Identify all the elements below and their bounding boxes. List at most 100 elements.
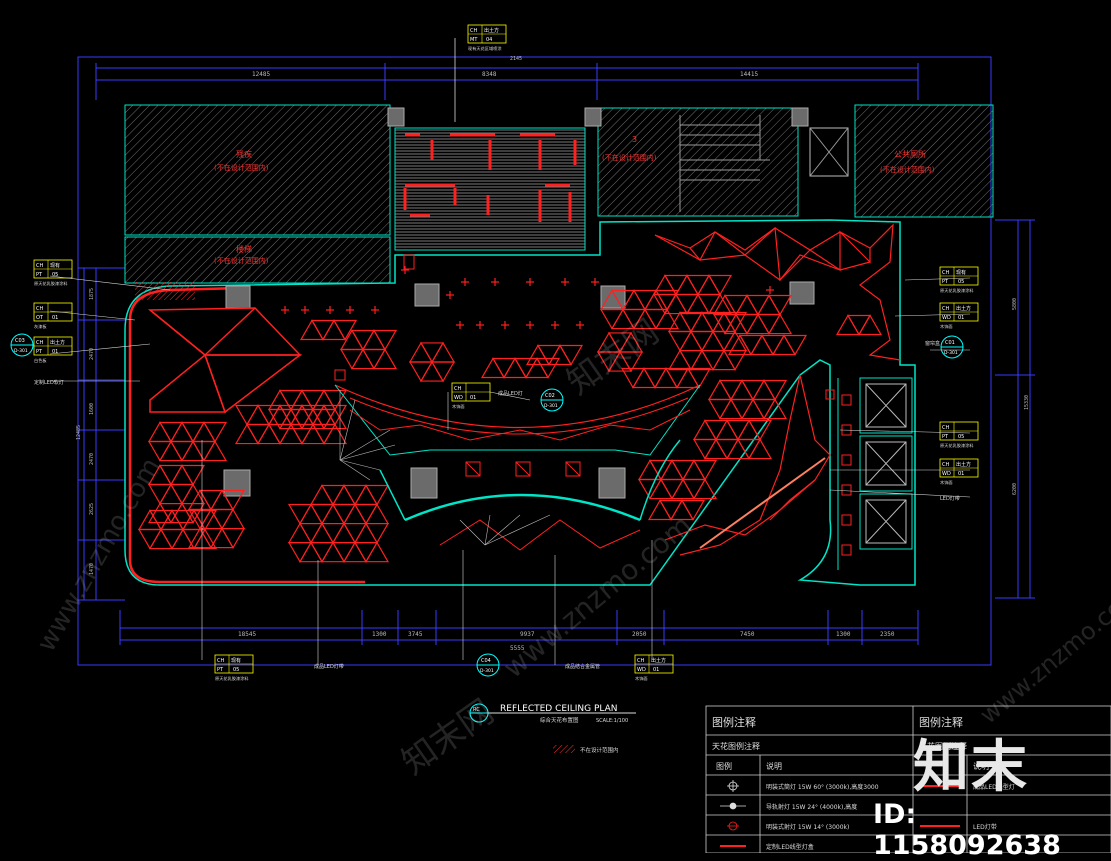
tag-value-2: 01 [958, 315, 964, 321]
triangle-panel [756, 313, 782, 335]
triangle-panel [835, 314, 861, 336]
triangle-panel [220, 508, 246, 530]
dim-left-2: 2470 [89, 348, 95, 360]
dim-top-small: 2145 [510, 56, 522, 62]
triangle-panel [669, 499, 695, 521]
callout-c04-label: C04 [481, 658, 491, 664]
tag-value: 出土方 [651, 657, 666, 664]
dim-left-total: 12485 [76, 425, 82, 440]
triangle-panel [718, 398, 744, 420]
tag-code: CH [36, 263, 43, 269]
triangle-panel [685, 274, 711, 296]
right-zigzag-ceiling [654, 223, 901, 556]
bottom-dimensions [119, 610, 919, 645]
triangle-panel [234, 404, 260, 426]
hexagon-panel-segment [596, 351, 622, 373]
triangle-panel [734, 294, 760, 316]
tag-code: CH [217, 658, 224, 664]
triangle-panel [309, 484, 335, 506]
triangle-panel [621, 289, 647, 311]
zone-top-left-note: (不在设计范围内) [214, 163, 269, 172]
tag-code: CH [942, 306, 949, 312]
triangle-panel [681, 478, 707, 500]
tag-code-2: WD [637, 667, 646, 673]
triangle-panel [723, 294, 749, 316]
callout-c03-sub: D-301 [14, 348, 28, 354]
tag-code: CH [942, 462, 949, 468]
tag-code-2: WD [942, 315, 951, 321]
triangle-panel [320, 522, 346, 544]
triangle-panel [147, 421, 173, 443]
hexagon-panel-segment [408, 361, 434, 383]
triangle-panel [187, 489, 213, 511]
triangle-panel [767, 313, 793, 335]
triangle-panel [664, 367, 690, 389]
triangle-panel [287, 542, 313, 563]
triangle-panel [309, 522, 335, 544]
callout-c04[interactable]: C04 D-301 [476, 653, 500, 677]
triangle-panel [342, 522, 368, 544]
tag-value-2: 01 [470, 395, 476, 401]
triangle-panel [751, 379, 777, 401]
right-dimensions [995, 219, 1035, 599]
triangle-panel [692, 419, 718, 441]
triangle-panel [714, 438, 740, 460]
triangle-panel [747, 419, 773, 441]
legend-col-symbol: 图例 [716, 761, 732, 771]
triangle-panel [298, 522, 324, 544]
triangle-panel [714, 419, 740, 441]
tag-note: 原天花乳胶漆涂料 [34, 280, 68, 287]
legend-row-1: 明装式筒灯 15W 60° (3000k),高度3000 [766, 783, 879, 791]
tag-value-2: 05 [52, 272, 58, 278]
note-center-led: 成品LED灯 [498, 390, 523, 397]
tag-value-2: 05 [958, 434, 964, 440]
triangle-panel [309, 542, 335, 563]
triangle-panel [725, 438, 751, 460]
triangle-panel [148, 509, 174, 531]
triangle-panel [192, 509, 218, 531]
tag-note: 木饰面 [940, 323, 953, 330]
triangle-panel [180, 483, 206, 505]
triangle-panel [513, 357, 539, 379]
drawing-title: REFLECTED CEILING PLAN [500, 704, 617, 714]
dim-bot-7: 1300 [836, 631, 851, 638]
callout-c02[interactable]: C02 D-301 [540, 388, 564, 412]
dim-left-5: 2625 [89, 503, 95, 515]
triangle-panel [342, 541, 368, 563]
triangle-panel [632, 308, 658, 330]
triangle-panel [535, 357, 561, 379]
triangle-panel [707, 379, 733, 401]
zone-center-top-label: 3 [632, 135, 637, 144]
triangle-panel [220, 489, 246, 511]
triangle-panel [652, 293, 678, 315]
callout-c03[interactable]: C03 D-301 [10, 333, 34, 357]
callout-c04-sub: D-301 [480, 668, 494, 674]
triangle-panel [782, 334, 808, 356]
tag-value-2: 01 [653, 667, 659, 673]
triangle-panel [350, 329, 376, 351]
triangle-panel [621, 308, 647, 330]
spotlight-markers [281, 266, 774, 329]
callout-c01[interactable]: C01 D-301 [940, 335, 964, 359]
triangle-panel [180, 464, 206, 486]
triangle-panel [331, 503, 357, 525]
triangle-panel [686, 367, 712, 389]
hexagon-panel-segment [596, 331, 622, 353]
triangle-panel [502, 357, 528, 379]
legend-table [705, 705, 1111, 853]
triangle-panel [771, 334, 797, 356]
triangle-panel [322, 423, 348, 445]
hexagon-panel-segment [408, 341, 434, 363]
zone-top-right-note: (不在设计范围内) [880, 165, 935, 174]
